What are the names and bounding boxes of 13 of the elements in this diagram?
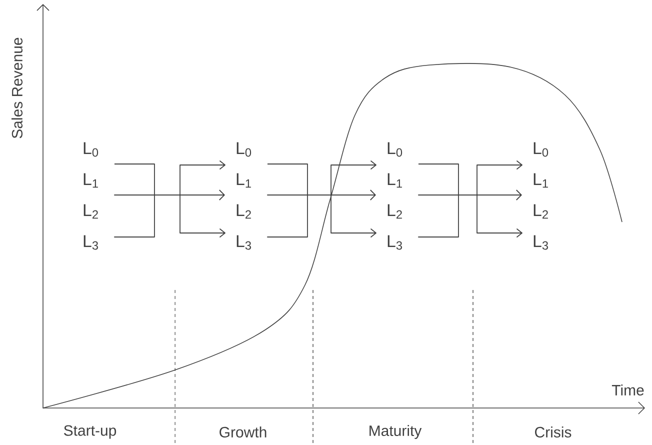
- level-list: L$_{0}$ L$_{1}$ L$_{2}$ L$_{3}$: [534, 142, 548, 250]
- merge-split-arrow: [114, 160, 226, 238]
- phase-label: Maturity: [370, 425, 422, 439]
- level-list: L$_{0}$ L$_{1}$ L$_{2}$ L$_{3}$: [236, 142, 252, 250]
- level-list: L$_{0}$ L$_{1}$ L$_{2}$ L$_{3}$: [388, 142, 402, 250]
- merge-split-arrow: [267, 160, 376, 238]
- phase-label: Start-up: [64, 425, 116, 439]
- axis-label: Sales Revenue: [12, 38, 22, 138]
- merge-split-arrow: [418, 160, 522, 238]
- level-list: L$_{0}$ L$_{1}$ L$_{2}$ L$_{3}$: [84, 142, 98, 250]
- phase-label: Growth: [220, 426, 266, 438]
- axis-label: Time: [612, 384, 644, 396]
- phase-label: Crisis: [535, 426, 572, 438]
